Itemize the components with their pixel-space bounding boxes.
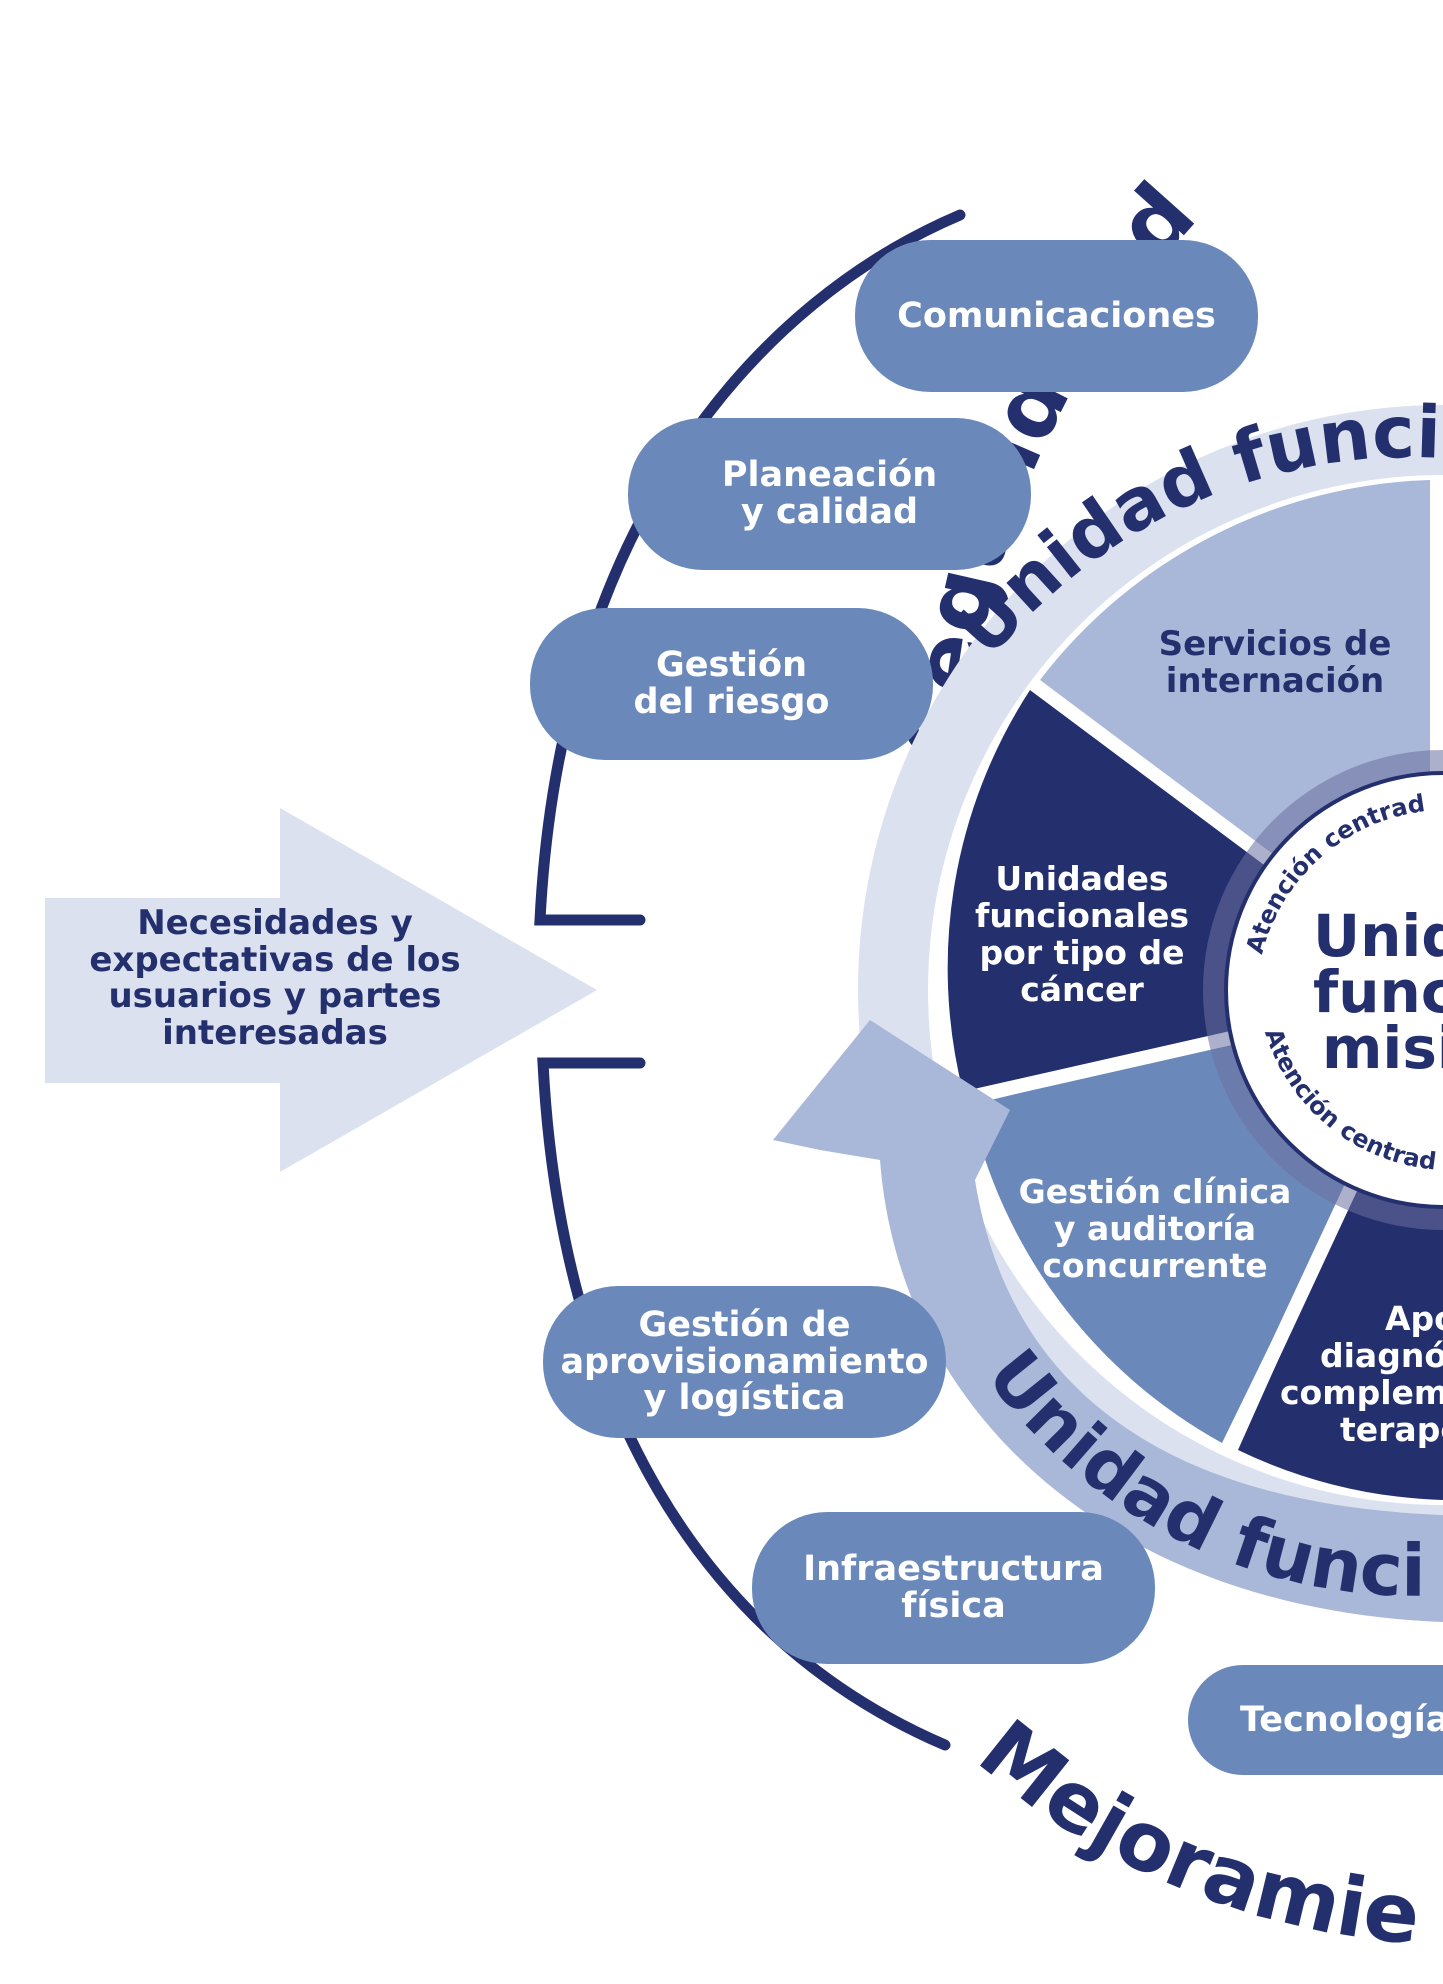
- pill-infraestructura[interactable]: Infraestructura física: [752, 1512, 1155, 1664]
- input-arrow: [45, 808, 597, 1172]
- segment-label-apoyo: Apodiagnócomplemterape: [1280, 1299, 1443, 1449]
- segment-label-line: cáncer: [1020, 970, 1144, 1009]
- input-arrow-label: Necesidades y expectativas de los usuari…: [89, 903, 461, 1054]
- pill-gestion-riesgo[interactable]: Gestión del riesgo: [530, 608, 933, 760]
- segment-label-line: Apo: [1385, 1299, 1443, 1338]
- segment-label-line: por tipo de: [980, 933, 1185, 972]
- center-title: Unid funci misi: [1313, 902, 1443, 1082]
- segment-label-line: funcionales: [975, 896, 1189, 935]
- pill-planeacion-calidad[interactable]: Planeación y calidad: [628, 418, 1031, 570]
- outer-bracket-arc-lower: [537, 1057, 951, 1751]
- center-title-line: funci: [1313, 958, 1443, 1026]
- segment-label-line: internación: [1166, 661, 1384, 701]
- cycle-arrow: [773, 1020, 1443, 1622]
- center-inner-ring: [1261, 808, 1443, 1172]
- segment-label-line: Gestión clínica: [1019, 1172, 1292, 1211]
- pill-comunicaciones[interactable]: Comunicaciones: [855, 240, 1258, 392]
- pill-tecnologia[interactable]: Tecnología: [1188, 1665, 1443, 1775]
- center-title-line: Unid: [1313, 902, 1443, 970]
- pill-aprovisionamiento[interactable]: Gestión de aprovisionamiento y logística: [543, 1286, 946, 1438]
- segment-label-line: y auditoría: [1054, 1209, 1256, 1248]
- segment-label-line: Unidades: [995, 859, 1168, 898]
- segment-label-line: complem: [1280, 1373, 1443, 1412]
- segment-label-line: concurrente: [1042, 1246, 1267, 1285]
- segment-label-line: terape: [1340, 1410, 1443, 1449]
- center-title-line: misi: [1322, 1014, 1443, 1082]
- segment-label-line: Servicios de: [1159, 624, 1392, 664]
- segment-label-line: diagnó: [1320, 1336, 1443, 1375]
